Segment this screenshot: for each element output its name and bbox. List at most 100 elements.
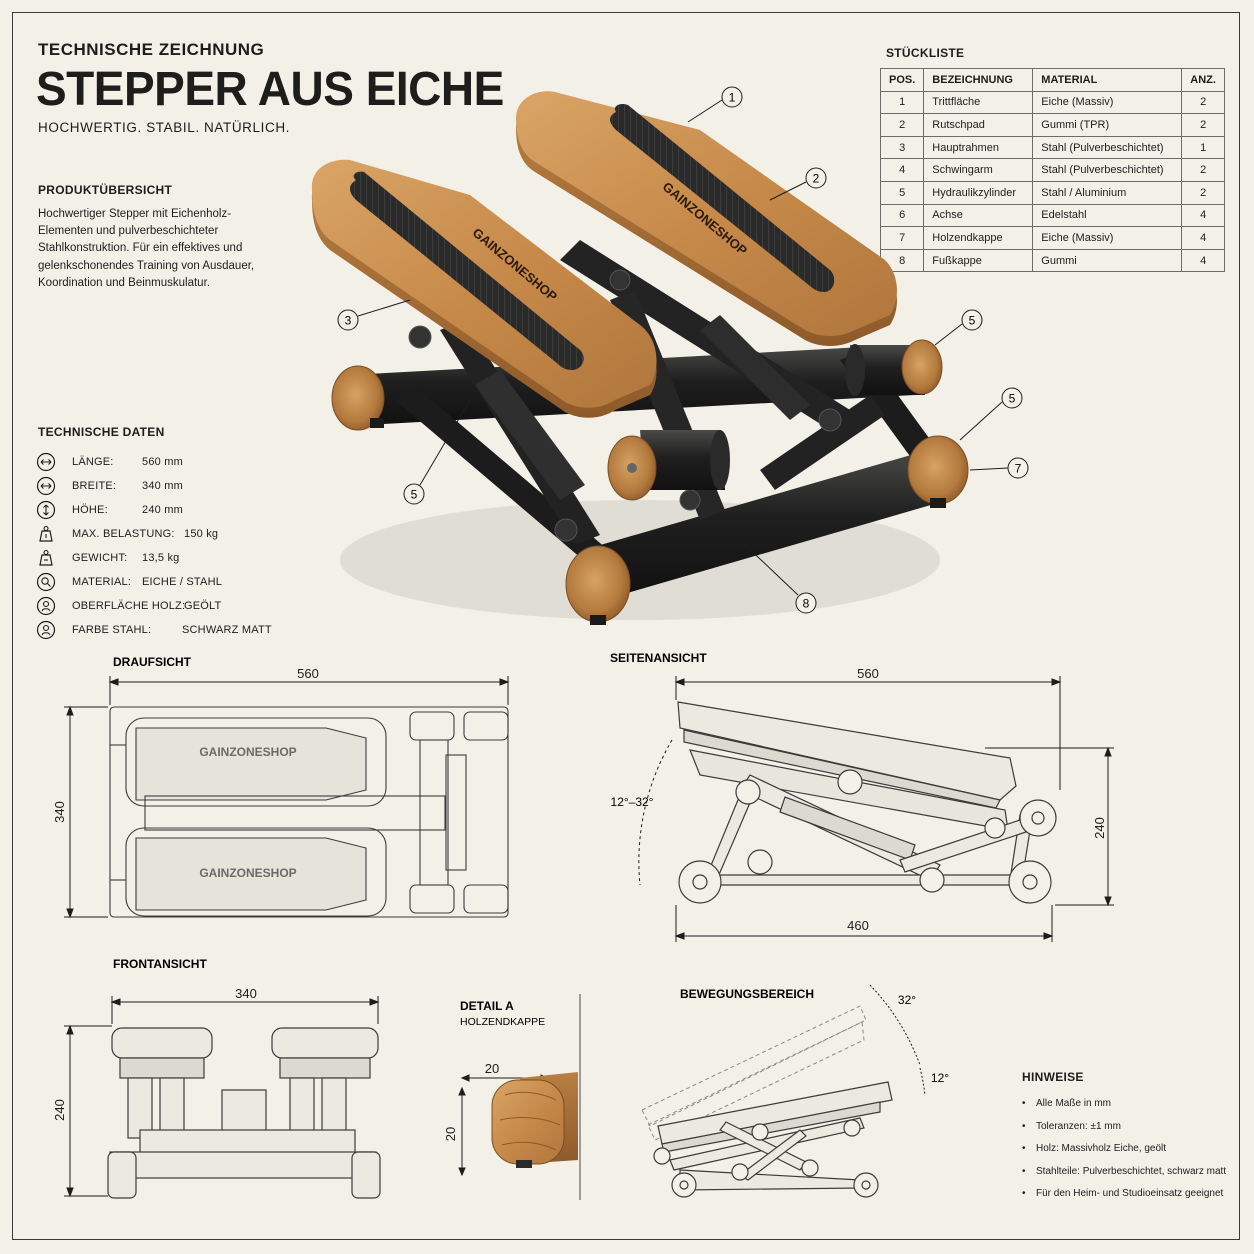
drawing-kicker: TECHNISCHE ZEICHNUNG: [38, 40, 265, 59]
callout-2: 2: [805, 167, 827, 189]
spec-max-load: MAX. BELASTUNG: 150 kg: [36, 522, 296, 546]
brand-top-right: GAINZONESHOP: [199, 866, 296, 880]
detail-heading: DETAIL A: [460, 999, 514, 1013]
bom-cell: Hydraulikzylinder: [923, 180, 1034, 205]
spec-label: FARBE STAHL:: [72, 624, 152, 636]
svg-text:8: 8: [803, 597, 810, 611]
side-view-angle: 12°–32°: [611, 795, 654, 809]
top-view-height-dim: 340: [52, 801, 67, 823]
list-item: •Toleranzen: ±1 mm: [1022, 1121, 1237, 1144]
svg-text:5: 5: [1009, 392, 1016, 406]
bom-cell: 4: [1181, 248, 1225, 273]
spec-label: OBERFLÄCHE HOLZ:: [72, 600, 186, 612]
rubber-pad-left: [350, 171, 584, 370]
list-item: •Stahlteile: Pulverbeschichtet, schwarz …: [1022, 1166, 1237, 1189]
bom-header-row: POS. BEZEICHNUNG MATERIAL ANZ.: [879, 68, 1225, 92]
detail-subheading: HOLZENDKAPPE: [460, 1016, 545, 1028]
note-text: Toleranzen: ±1 mm: [1036, 1120, 1121, 1132]
front-view-height-dim: 240: [52, 1099, 67, 1121]
spec-value: 240 mm: [142, 504, 183, 516]
svg-text:1: 1: [729, 91, 736, 105]
drawing-frame: [12, 12, 1240, 1240]
spec-value: 13,5 kg: [142, 552, 180, 564]
notes-list: •Alle Maße in mm •Toleranzen: ±1 mm •Hol…: [1022, 1098, 1237, 1211]
front-tube: [590, 448, 955, 598]
foot-cap: [930, 498, 946, 508]
callout-leaders: [357, 99, 1009, 596]
spec-surface: OBERFLÄCHE HOLZ: GEÖLT: [36, 594, 296, 618]
note-text: Für den Heim- und Studioeinsatz geeignet: [1036, 1188, 1224, 1199]
spec-value: EICHE / STAHL: [142, 576, 223, 588]
callout-8: 8: [795, 592, 817, 614]
side-view: SEITENANSICHT 560 240 460 12°–32°: [610, 651, 1114, 942]
specs-list: LÄNGE: 560 mm BREITE: 340 mm HÖHE: 240 m…: [36, 450, 296, 642]
bom-cell: Gummi (TPR): [1032, 113, 1183, 137]
callout-3: 3: [337, 309, 359, 331]
svg-text:5: 5: [411, 488, 418, 502]
svg-text:2: 2: [813, 172, 820, 186]
bom-cell: Hauptrahmen: [923, 135, 1034, 160]
callout-7: 7: [1007, 457, 1029, 479]
svg-text:7: 7: [1015, 462, 1022, 476]
bom-cell: Edelstahl: [1032, 203, 1183, 228]
top-view-width-dim: 560: [297, 666, 319, 681]
spec-length: LÄNGE: 560 mm: [36, 450, 296, 474]
top-view-heading: DRAUFSICHT: [113, 655, 192, 669]
spec-material: MATERIAL: EICHE / STAHL: [36, 570, 296, 594]
motion-heading: BEWEGUNGSBEREICH: [680, 987, 814, 1001]
motion-range-view: BEWEGUNGSBEREICH 32° 12°: [641, 984, 949, 1198]
detail-a-view: DETAIL A HOLZENDKAPPE 20 20: [443, 994, 581, 1200]
side-view-height-dim: 240: [1092, 817, 1107, 839]
note-text: Stahlteile: Pulverbeschichtet, schwarz m…: [1036, 1165, 1227, 1177]
callout-5b: 5: [1001, 387, 1023, 409]
bom-cell: Fußkappe: [923, 248, 1034, 273]
callout-markers: 1 2 3 5 5 5 7 8: [337, 86, 1029, 614]
list-item: •Alle Maße in mm: [1022, 1098, 1237, 1121]
front-view: FRONTANSICHT 340 240: [52, 957, 381, 1199]
spec-label: HÖHE:: [72, 504, 108, 516]
width-arrow-icon: [36, 476, 56, 496]
side-view-base-dim: 460: [847, 918, 869, 933]
joint-bolts: [408, 269, 842, 542]
spec-label: LÄNGE:: [72, 456, 114, 468]
height-arrow-icon: [36, 500, 56, 520]
note-text: Holz: Massivholz Eiche, geölt: [1036, 1143, 1167, 1154]
weight-icon: [39, 549, 53, 566]
bom-cell: Schwingarm: [923, 158, 1034, 182]
top-view: DRAUFSICHT 560 340 GAINZONESHOP: [52, 655, 510, 919]
page-subtitle: HOCHWERTIG. STABIL. NATÜRLICH.: [38, 120, 291, 135]
svg-text:5: 5: [969, 314, 976, 328]
front-view-width-dim: 340: [235, 986, 257, 1001]
note-text: Alle Maße in mm: [1036, 1098, 1112, 1109]
callout-1: 1: [721, 86, 743, 108]
motion-angle-max: 32°: [898, 993, 916, 1007]
bom-col-qty: ANZ.: [1181, 68, 1225, 92]
bom-col-material: MATERIAL: [1032, 68, 1183, 92]
surface-icon: [36, 596, 56, 616]
spec-height: HÖHE: 240 mm: [36, 498, 296, 522]
rubber-pad-right: [610, 103, 835, 292]
spec-value: GEÖLT: [184, 600, 222, 612]
foot-cap: [590, 615, 606, 625]
length-arrow-icon: [36, 452, 56, 472]
wood-end-cap-detail: [491, 1072, 578, 1168]
callout-5a: 5: [961, 309, 983, 331]
svg-text:3: 3: [345, 314, 352, 328]
callout-5c: 5: [403, 483, 425, 505]
overview-text: Hochwertiger Stepper mit Eichenholz-Elem…: [38, 208, 255, 289]
spec-weight: GEWICHT: 13,5 kg: [36, 546, 296, 570]
material-icon: [36, 572, 56, 592]
spec-width: BREITE: 340 mm: [36, 474, 296, 498]
spec-value: 150 kg: [184, 528, 219, 540]
foot-cap: [370, 418, 384, 428]
bom-heading: STÜCKLISTE: [886, 46, 965, 60]
notes-heading: HINWEISE: [1022, 1070, 1084, 1084]
bom-cell: 2: [879, 113, 925, 137]
spec-value: SCHWARZ MATT: [182, 624, 272, 636]
brand-top-left: GAINZONESHOP: [199, 745, 296, 759]
spec-label: MAX. BELASTUNG:: [72, 528, 175, 540]
